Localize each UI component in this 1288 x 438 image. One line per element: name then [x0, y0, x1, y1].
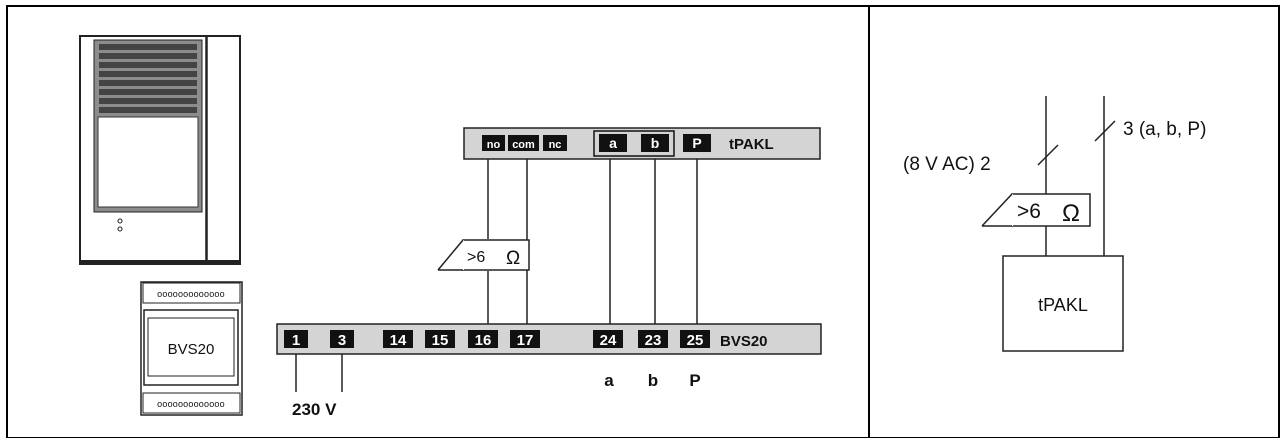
wire-count-tick-right	[1094, 120, 1116, 142]
terminal-16	[468, 330, 498, 348]
terminal-nc	[543, 135, 567, 151]
terminal-P-label: P	[692, 135, 701, 151]
terminal-15	[425, 330, 455, 348]
terminal-25	[680, 330, 710, 348]
bvs20-module: BVS20 ooooooooooooo ooooooooooooo	[140, 281, 243, 416]
terminal-P	[683, 134, 711, 152]
tpakl-device-label: tPAKL	[1038, 295, 1088, 315]
tpakl-terminal-bar: no com nc a b P tPAKL	[463, 127, 821, 160]
wire-count-tick-left	[1037, 144, 1059, 166]
module-vent-dots-top: ooooooooooooo	[157, 289, 225, 299]
supply-voltage-label: 230 V	[292, 400, 337, 419]
bvs20-bar-label: BVS20	[720, 333, 768, 350]
tpakl-bar-label: tPAKL	[729, 136, 774, 153]
terminal-a	[599, 134, 627, 152]
terminal-no	[482, 135, 505, 151]
terminal-15-label: 15	[432, 332, 449, 349]
resistor-symbol-right: >6 Ω	[981, 193, 1091, 227]
terminal-16-label: 16	[475, 332, 492, 349]
terminal-com	[508, 135, 539, 151]
terminal-3-label: 3	[338, 332, 346, 349]
terminal-a-label: a	[609, 135, 617, 151]
terminal-24-label: 24	[600, 332, 617, 349]
terminal-no-label: no	[487, 139, 501, 151]
terminal-24	[593, 330, 623, 348]
terminal-23	[638, 330, 668, 348]
door-station	[79, 35, 241, 265]
module-vent-dots-bottom: ooooooooooooo	[157, 399, 225, 409]
resistor-right-label: >6	[1017, 200, 1041, 223]
terminal-b-label: b	[651, 135, 660, 151]
terminal-1-label: 1	[292, 332, 300, 349]
tpakl-device-box	[1002, 255, 1124, 352]
terminal-14	[383, 330, 413, 348]
terminal-17-label: 17	[517, 332, 534, 349]
terminal-com-label: com	[512, 139, 535, 151]
bvs20-terminal-bar: 1 3 14 15 16 17 24 23 25 BVS20	[276, 323, 822, 355]
label-a: a	[604, 371, 614, 390]
speaker-grille	[93, 39, 203, 213]
terminal-1	[284, 330, 308, 348]
terminal-nc-label: nc	[549, 139, 562, 151]
terminal-3	[330, 330, 354, 348]
terminal-23-label: 23	[645, 332, 662, 349]
terminal-14-label: 14	[390, 332, 407, 349]
resistor-left-label: >6	[467, 249, 485, 266]
terminal-25-label: 25	[687, 332, 704, 349]
bus-wire-label: 3 (a, b, P)	[1123, 119, 1206, 140]
terminal-b	[641, 134, 669, 152]
resistor-symbol-left: >6 Ω	[437, 239, 530, 271]
resistor-right-unit: Ω	[1062, 200, 1080, 227]
label-P: P	[689, 371, 700, 390]
terminal-17	[510, 330, 540, 348]
label-b: b	[648, 371, 658, 390]
bvs20-module-label: BVS20	[168, 341, 215, 358]
resistor-left-unit: Ω	[506, 248, 520, 269]
right-schematic: (8 V AC) 2 3 (a, b, P) >6 Ω tPAKL	[903, 96, 1206, 352]
connection-wires	[295, 159, 698, 392]
power-wire-label: (8 V AC) 2	[903, 154, 991, 175]
diagram-frame	[6, 5, 1280, 438]
